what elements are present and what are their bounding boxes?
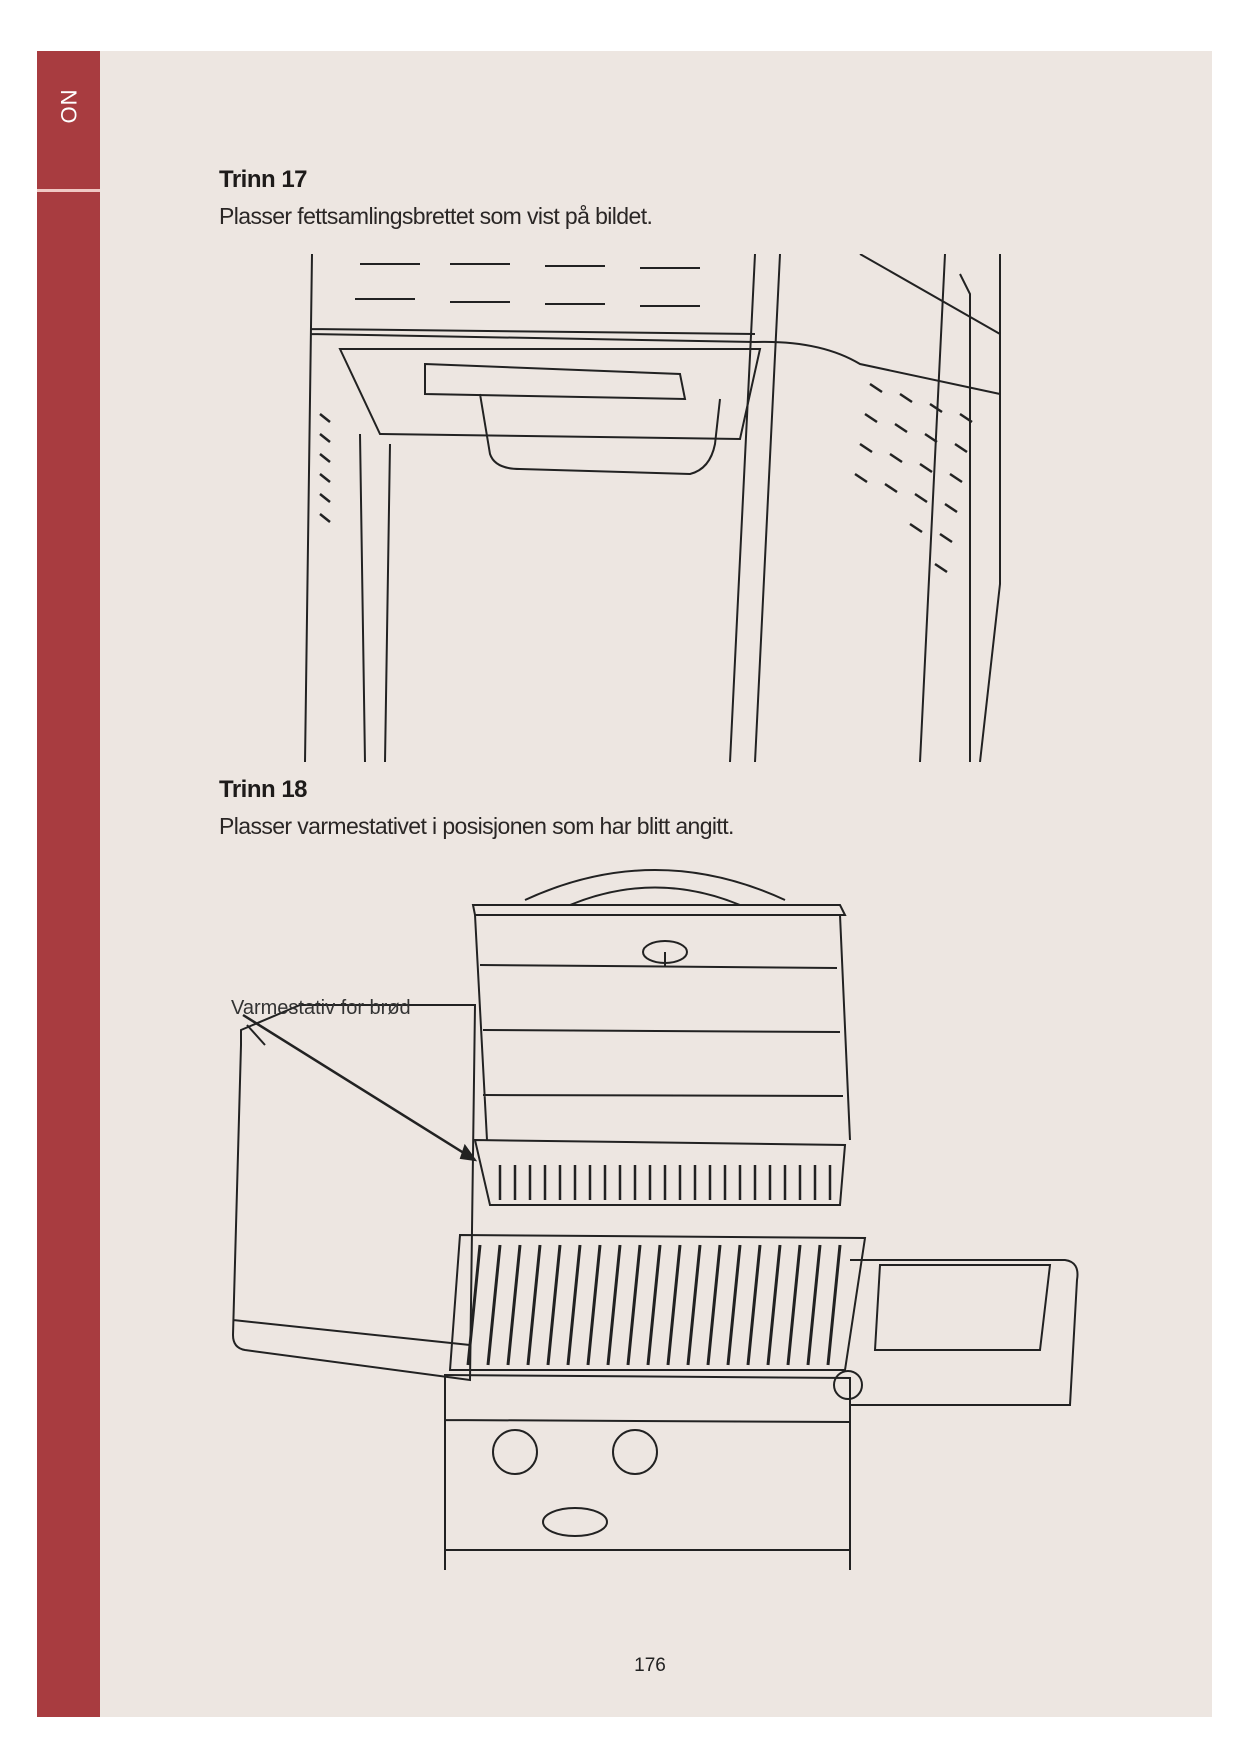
step-18-title: Trinn 18 (219, 776, 308, 803)
step-18-text: Plasser varmestativet i posisjonen som h… (219, 813, 734, 839)
step-17-text: Plasser fettsamlingsbrettet som vist på … (219, 203, 653, 229)
grill-warming-rack-illustration (231, 869, 1079, 1570)
page-number: 176 (634, 1655, 666, 1676)
sidebar-divider (37, 189, 100, 192)
language-sidebar (37, 51, 100, 1717)
warming-rack-callout: Varmestativ for brød (231, 997, 411, 1019)
page-background (37, 51, 1212, 1717)
language-label: NO (56, 89, 81, 125)
grease-tray-illustration (304, 254, 1001, 762)
step-17-title: Trinn 17 (219, 166, 308, 193)
